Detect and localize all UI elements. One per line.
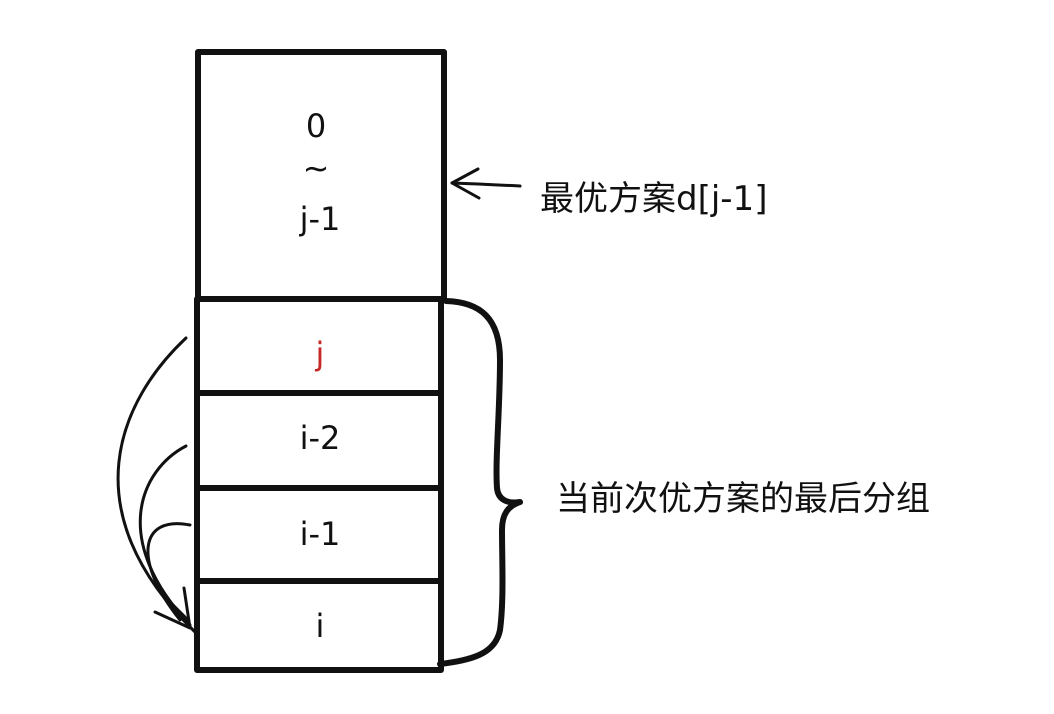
top-block-line3: j-1: [299, 200, 341, 238]
row-label-i: i: [315, 607, 325, 645]
curly-brace: [437, 298, 523, 667]
top-block-line1: 0: [305, 107, 327, 145]
row-label-j: j: [315, 335, 325, 373]
curve-arrow-from-j: [116, 336, 197, 634]
pointer-arrow-head: [450, 167, 481, 200]
top-block-line2: ~: [302, 149, 330, 187]
stack-box: [194, 296, 444, 673]
curve-arrowhead-2: [166, 598, 190, 622]
last-group-annotation: 当前次优方案的最后分组: [556, 479, 930, 519]
pointer-arrow-shaft: [450, 181, 522, 188]
row-label-i-2: i-2: [299, 419, 341, 457]
curve-arrowhead: [153, 586, 192, 630]
curve-arrow-from-i-2: [138, 444, 192, 627]
curve-arrow-from-i-1: [146, 522, 192, 622]
row-label-i-1: i-1: [299, 515, 341, 553]
best-prev-annotation: 最优方案d[j-1]: [540, 179, 768, 219]
